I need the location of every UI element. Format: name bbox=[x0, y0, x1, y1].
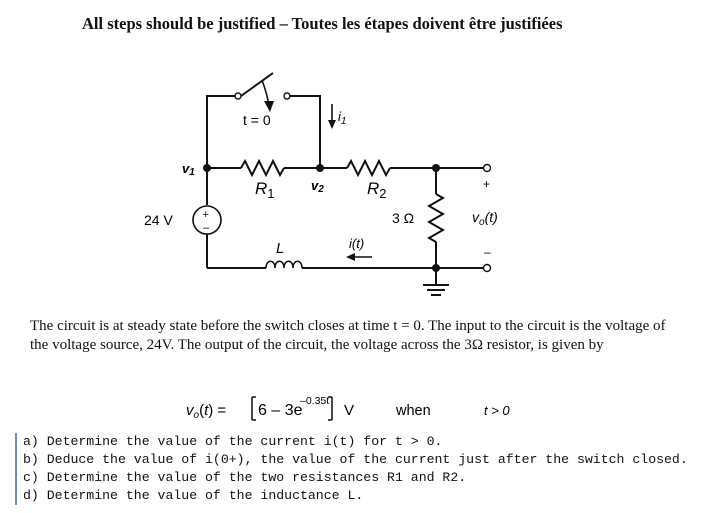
equation-exponent: –0.35t bbox=[300, 395, 329, 407]
source-value-label: 24 V bbox=[144, 212, 173, 228]
switch-label: t = 0 bbox=[243, 112, 271, 128]
node-v2-dot bbox=[316, 164, 324, 172]
node-v1-dot bbox=[203, 164, 211, 172]
node-bottom-right-dot bbox=[432, 264, 440, 272]
v1-main: v bbox=[182, 161, 190, 176]
problem-description: The circuit is at steady state before th… bbox=[30, 318, 666, 353]
source-minus-sign: – bbox=[203, 222, 210, 234]
v2-sub: 2 bbox=[317, 184, 324, 195]
equation-unit: V bbox=[344, 402, 354, 419]
source-plus-sign: + bbox=[203, 209, 209, 221]
wire-switch-right bbox=[290, 95, 321, 168]
inductor-l-symbol bbox=[265, 260, 303, 269]
resistor-3ohm-label: 3 Ω bbox=[392, 210, 414, 226]
question-list: a) Determine the value of the current i(… bbox=[15, 433, 688, 505]
i1-main: i bbox=[338, 109, 342, 124]
eq-close-eq: ) = bbox=[208, 402, 226, 419]
eq-t: t bbox=[204, 402, 209, 419]
r2-sub: 2 bbox=[379, 186, 386, 201]
current-i1-arrowhead bbox=[328, 120, 336, 129]
node-top-right-dot bbox=[432, 164, 440, 172]
question-d: d) Determine the value of the inductance… bbox=[23, 488, 364, 503]
resistor-r2-label: R2 bbox=[367, 179, 387, 201]
current-i-label: i(t) bbox=[349, 236, 364, 251]
vo-arg: (t) bbox=[485, 209, 498, 225]
wire-switch-left bbox=[206, 95, 236, 168]
resistor-r2-symbol bbox=[346, 158, 391, 178]
vo-main: v bbox=[472, 209, 480, 225]
resistor-r1-symbol bbox=[240, 158, 285, 178]
output-equation: vo(t) = 6 – 3e –0.35t V when t > 0 bbox=[186, 395, 510, 421]
circuit-diagram: t = 0 i1 v1 v2 R1 R2 24 V + – L i(t) 3 Ω… bbox=[144, 72, 498, 296]
equation-lhs: vo(t) = bbox=[186, 402, 226, 421]
node-v1-label: v1 bbox=[182, 161, 195, 178]
switch-blade bbox=[240, 72, 274, 97]
equation-condition: t > 0 bbox=[484, 403, 510, 418]
output-voltage-label: vo(t) bbox=[472, 209, 498, 228]
output-minus-sign: – bbox=[484, 245, 491, 259]
vo-sub: o bbox=[479, 217, 485, 228]
eq-v: v bbox=[186, 402, 195, 419]
equation-when: when bbox=[395, 403, 431, 419]
question-c: c) Determine the value of the two resist… bbox=[23, 470, 467, 485]
question-a: a) Determine the value of the current i(… bbox=[23, 434, 443, 449]
r1-sub: 1 bbox=[267, 186, 274, 201]
page-title: All steps should be justified – Toutes l… bbox=[82, 14, 563, 33]
resistor-3ohm-symbol bbox=[426, 193, 446, 243]
output-plus-sign: + bbox=[483, 177, 490, 191]
resistor-r1-label: R1 bbox=[255, 179, 275, 201]
current-i1-label: i1 bbox=[338, 109, 346, 127]
i1-sub: 1 bbox=[341, 116, 347, 127]
v1-sub: 1 bbox=[189, 167, 195, 178]
question-b: b) Deduce the value of i(0+), the value … bbox=[23, 452, 688, 467]
v2-main: v bbox=[311, 178, 319, 193]
node-v2-label: v2 bbox=[311, 178, 324, 195]
inductor-label: L bbox=[276, 240, 284, 257]
r2-main: R bbox=[367, 179, 379, 198]
output-terminal-bottom bbox=[482, 263, 492, 273]
output-terminal-top bbox=[482, 163, 492, 173]
current-i-arrowhead bbox=[346, 253, 355, 261]
switch-time-arrowhead bbox=[264, 101, 274, 112]
eq-arg: ( bbox=[199, 402, 204, 419]
r1-main: R bbox=[255, 179, 267, 198]
switch-terminal-right bbox=[283, 92, 291, 100]
eq-sub-o: o bbox=[194, 410, 200, 421]
switch-terminal-left bbox=[234, 92, 242, 100]
equation-body: 6 – 3e bbox=[258, 402, 303, 419]
